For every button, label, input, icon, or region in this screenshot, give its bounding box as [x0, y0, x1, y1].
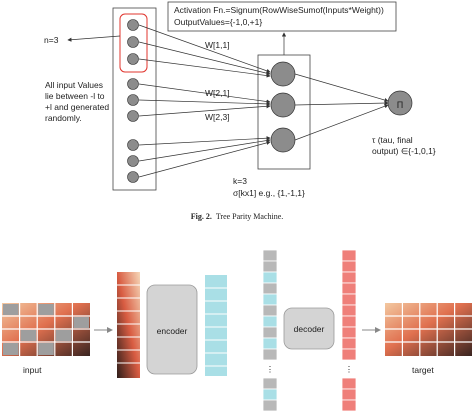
output-column: ⋮ [341, 249, 357, 412]
output-neuron [387, 90, 413, 116]
ellipsis: ⋮ [345, 364, 354, 374]
input-note-line: +l and generated [45, 102, 109, 112]
latent-bar [205, 275, 227, 376]
hidden-neuron [270, 127, 296, 153]
hidden-neuron [270, 92, 296, 118]
ellipsis: ⋮ [266, 364, 275, 374]
input-note-line: All input Values [45, 80, 103, 90]
tau-line: τ (tau, final [372, 135, 413, 145]
input-neurons [127, 19, 139, 183]
sigma-label: σ[kx1] e.g., {1,-1,1} [233, 188, 305, 198]
figure-caption: Fig. 2. Tree Parity Machine. [191, 212, 284, 221]
activation-line: OutputValues={-1,0,+1} [174, 17, 262, 27]
weight-connections [138, 24, 271, 178]
encoder-label: encoder [157, 326, 188, 336]
decoder-label: decoder [294, 324, 325, 334]
mask-token-column: ⋮ [262, 249, 278, 412]
input-neuron [127, 36, 139, 48]
input-neuron [127, 155, 139, 167]
autoencoder-diagram: input encoder [2, 249, 472, 412]
activation-line: Activation Fn.=Signum(RowWiseSumof(Input… [174, 5, 384, 15]
encoder-block [146, 284, 198, 375]
weight-label: W[1,1] [205, 40, 230, 50]
hidden-neuron [270, 61, 296, 87]
input-neuron [127, 78, 139, 90]
input-note-line: lie between -l to [45, 91, 105, 101]
patch-strip-image [117, 272, 140, 378]
activation-box [167, 1, 397, 32]
latent-column [205, 275, 227, 376]
input-neuron [127, 171, 139, 183]
decoder-block [283, 307, 335, 350]
caption-prefix: Fig. 2. [191, 212, 212, 221]
n-label: n=3 [44, 35, 59, 45]
weight-label: W[2,1] [205, 88, 230, 98]
input-neuron [127, 139, 139, 151]
input-neuron [127, 94, 139, 106]
n-arrow [67, 35, 121, 42]
tau-line: output) ∈{-1,0,1} [372, 146, 436, 156]
input-note-line: randomly. [45, 113, 82, 123]
caption-text: Tree Parity Machine. [216, 212, 283, 221]
input-neuron [127, 53, 139, 65]
hidden-output-connections [294, 73, 389, 141]
input-neuron [127, 110, 139, 122]
tree-parity-machine: Π Activation Fn.=Signum(RowWiseSumof(Inp… [44, 1, 436, 221]
input-group-highlight [119, 13, 148, 73]
input-image-grid: input [2, 303, 90, 375]
pi-symbol: Π [397, 101, 404, 111]
weight-label: W[2,3] [205, 112, 230, 122]
input-neuron [127, 19, 139, 31]
input-label: input [23, 365, 42, 375]
patch-strip [117, 272, 140, 378]
target-image-grid: target [385, 303, 472, 375]
k-label: k=3 [233, 176, 247, 186]
target-label: target [412, 365, 434, 375]
